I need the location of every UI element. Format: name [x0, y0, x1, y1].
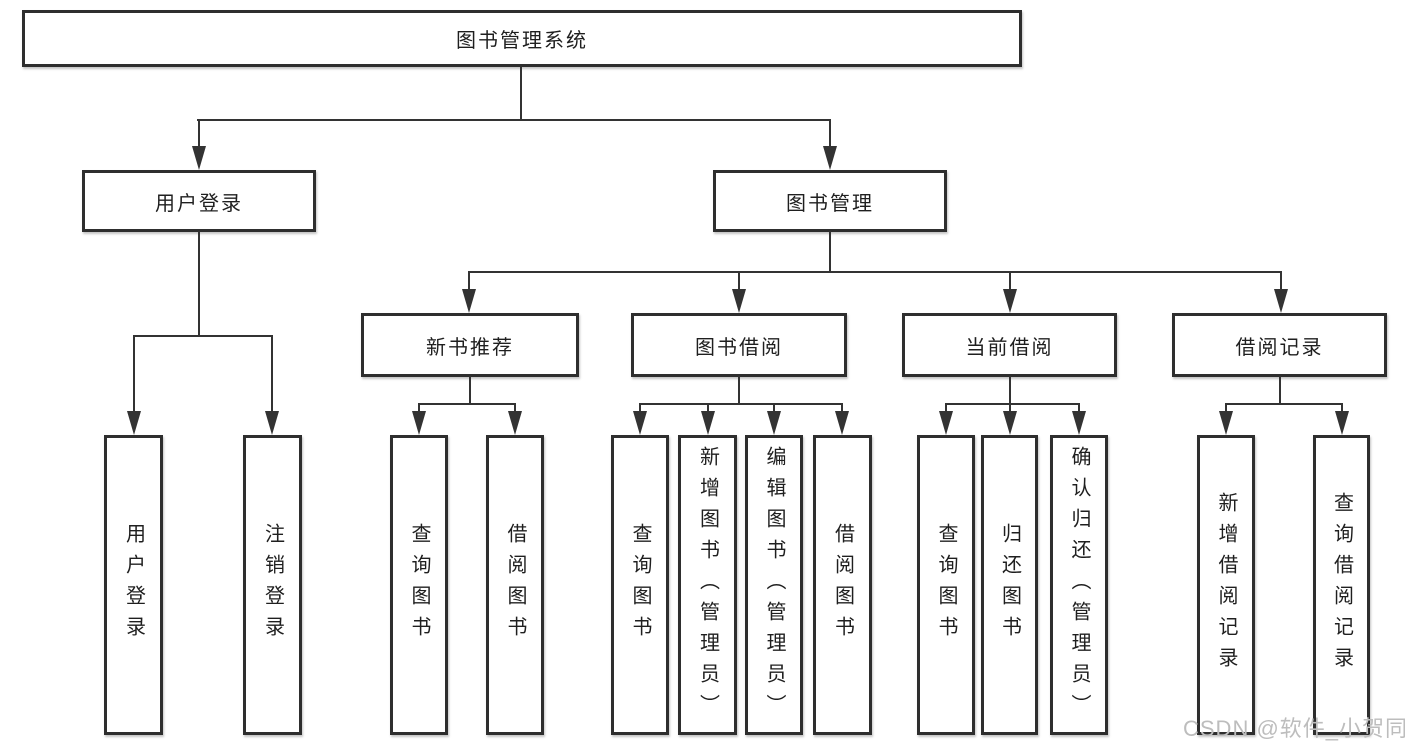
connector-drop [1225, 403, 1227, 412]
leaf-return-book: 归还图书 [981, 435, 1038, 735]
connector-drop-currentborrow [1009, 271, 1011, 290]
node-borrow-records: 借阅记录 [1172, 313, 1387, 377]
node-label: 归还图书 [998, 523, 1021, 647]
down-arrowhead [1003, 411, 1017, 435]
connector-bookmgmt-branch [468, 271, 1281, 273]
node-root-system: 图书管理系统 [22, 10, 1022, 67]
down-arrowhead [192, 146, 206, 170]
connector-bookborrow-stem [738, 376, 740, 404]
node-label: 新增图书（管理员） [696, 445, 719, 725]
connector-drop [514, 403, 516, 412]
connector-drop [418, 403, 420, 412]
node-new-book-recommend: 新书推荐 [361, 313, 579, 377]
connector-drop-bookborrow [738, 271, 740, 290]
node-book-borrow: 图书借阅 [631, 313, 847, 377]
connector-drop [945, 403, 947, 412]
leaf-add-book-admin: 新增图书（管理员） [678, 435, 737, 735]
down-arrowhead [1274, 289, 1288, 313]
leaf-confirm-return-admin: 确认归还（管理员） [1050, 435, 1108, 735]
connector-borrowrecords-subbranch [1225, 403, 1343, 405]
down-arrowhead [1072, 411, 1086, 435]
connector-drop-user-login [198, 119, 200, 147]
down-arrowhead [939, 411, 953, 435]
connector-bookborrow-subbranch [639, 403, 843, 405]
down-arrowhead [265, 411, 279, 435]
node-label: 注销登录 [261, 523, 284, 647]
node-label: 新书推荐 [426, 336, 514, 359]
leaf-query-borrow-record: 查询借阅记录 [1313, 435, 1370, 735]
connector-drop-leaf-login [133, 335, 135, 411]
down-arrowhead [412, 411, 426, 435]
leaf-add-borrow-record: 新增借阅记录 [1197, 435, 1255, 735]
connector-bookmgmt-stem [829, 231, 831, 272]
connector-drop-newbook [468, 271, 470, 290]
down-arrowhead [823, 146, 837, 170]
connector-drop [1341, 403, 1343, 412]
down-arrowhead [1335, 411, 1349, 435]
connector-drop [707, 403, 709, 412]
down-arrowhead [1219, 411, 1233, 435]
down-arrowhead [508, 411, 522, 435]
connector-userlogin-branch [133, 335, 273, 337]
node-label: 查询图书 [408, 523, 430, 647]
connector-drop-borrowrecords [1280, 271, 1282, 290]
node-label: 编辑图书（管理员） [763, 445, 785, 725]
node-label: 图书管理系统 [456, 30, 588, 52]
node-label: 借阅图书 [831, 523, 854, 647]
connector-drop [773, 403, 775, 412]
node-label: 图书借阅 [695, 336, 783, 359]
node-label: 新增借阅记录 [1215, 492, 1237, 678]
node-label: 查询借阅记录 [1330, 492, 1353, 678]
node-current-borrow: 当前借阅 [902, 313, 1117, 377]
down-arrowhead [732, 289, 746, 313]
node-user-login-branch: 用户登录 [82, 170, 316, 232]
connector-newbook-branch [418, 403, 516, 405]
node-label: 用户登录 [122, 523, 145, 647]
node-label: 确认归还（管理员） [1068, 445, 1090, 725]
leaf-edit-book-admin: 编辑图书（管理员） [745, 435, 803, 735]
connector-drop [841, 403, 843, 412]
node-book-management: 图书管理 [713, 170, 947, 232]
leaf-logout: 注销登录 [243, 435, 302, 735]
connector-drop [1078, 403, 1080, 412]
connector-drop [1009, 403, 1011, 412]
connector-drop-leaf-logout [271, 335, 273, 411]
node-label: 借阅记录 [1235, 336, 1324, 359]
leaf-borrow-books-recommend: 借阅图书 [486, 435, 544, 735]
down-arrowhead [127, 411, 141, 435]
down-arrowhead [701, 411, 715, 435]
connector-newbook-stem [469, 376, 471, 404]
node-label: 用户登录 [155, 192, 243, 215]
connector-currentborrow-stem [1009, 376, 1011, 404]
down-arrowhead [462, 289, 476, 313]
connector-userlogin-stem [198, 231, 200, 336]
csdn-watermark: CSDN @软件_小贺同学 [1183, 716, 1405, 741]
down-arrowhead [767, 411, 781, 435]
connector-root-branch [197, 119, 831, 121]
leaf-query-books-recommend: 查询图书 [390, 435, 448, 735]
connector-borrowrecords-stem [1279, 376, 1281, 404]
down-arrowhead [633, 411, 647, 435]
connector-currentborrow-subbranch [945, 403, 1080, 405]
node-label: 查询图书 [629, 523, 651, 647]
node-label: 当前借阅 [965, 336, 1054, 359]
node-label: 借阅图书 [504, 523, 526, 647]
node-label: 查询图书 [935, 523, 957, 647]
leaf-query-books-borrow: 查询图书 [611, 435, 669, 735]
leaf-user-login: 用户登录 [104, 435, 163, 735]
connector-drop-book-mgmt [829, 119, 831, 147]
down-arrowhead [835, 411, 849, 435]
connector-root-stem [520, 67, 522, 120]
leaf-borrow-books-borrow: 借阅图书 [813, 435, 872, 735]
leaf-query-books-current: 查询图书 [917, 435, 975, 735]
node-label: 图书管理 [786, 192, 874, 215]
connector-drop [639, 403, 641, 412]
down-arrowhead [1003, 289, 1017, 313]
